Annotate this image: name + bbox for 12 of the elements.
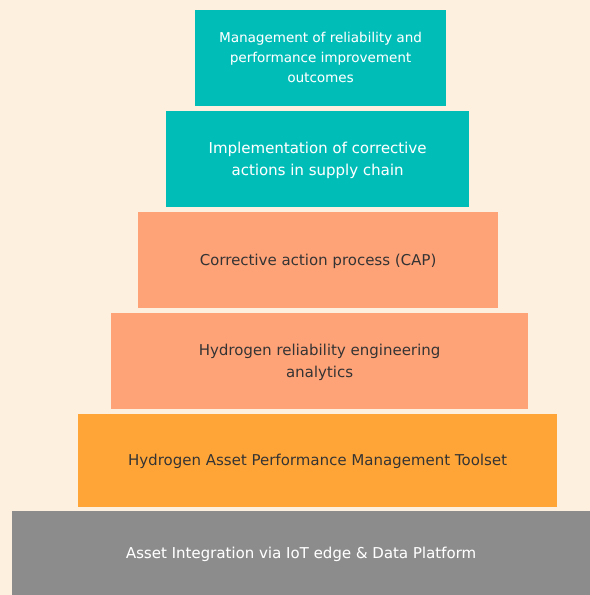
tier-label: Hydrogen reliability engineering analytics <box>198 340 442 383</box>
pyramid-tier <box>138 212 498 308</box>
tier-label: Management of reliability and performance improvement outcomes <box>218 28 423 88</box>
pyramid-tier <box>195 10 446 106</box>
tier-label: Hydrogen Asset Performance Management Toolset <box>128 450 507 472</box>
tier-label: Corrective action process (CAP) <box>200 250 436 271</box>
pyramid-tier <box>166 111 469 207</box>
tier-label: Implementation of corrective actions in supply chain <box>208 138 428 181</box>
pyramid-tier <box>12 511 590 595</box>
pyramid-tier <box>111 313 528 409</box>
pyramid-tier <box>78 414 557 507</box>
tier-label: Asset Integration via IoT edge & Data Platform <box>126 542 476 564</box>
